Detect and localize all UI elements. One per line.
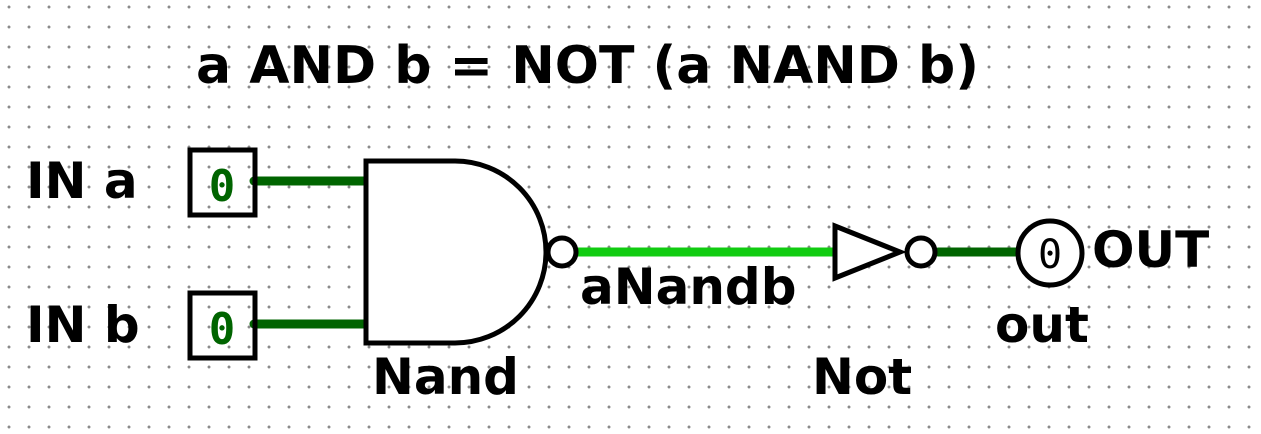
nand-gate-bubble [545,235,579,269]
not-gate-body [832,222,907,282]
output-label: OUT [1092,221,1210,279]
input-pin-a[interactable]: 0 [187,147,258,218]
nand-gate-label: Nand [372,348,519,406]
input-b-value: 0 [209,304,236,355]
input-b-label: IN b [26,296,140,354]
not-gate-bubble [904,235,938,269]
nand-gate-body [363,158,549,346]
input-a-label: IN a [26,152,138,210]
output-name-label: out [995,296,1089,354]
wire-anandb-label: aNandb [580,258,797,316]
nand-gate[interactable] [363,158,579,346]
output-pin[interactable]: 0 [1015,218,1085,288]
not-gate-label: Not [812,348,913,406]
input-a-value: 0 [209,161,236,212]
input-pin-b[interactable]: 0 [187,290,258,361]
not-gate[interactable] [832,222,938,282]
circuit-title: a AND b = NOT (a NAND b) [196,36,980,96]
output-value: 0 [1038,232,1062,278]
